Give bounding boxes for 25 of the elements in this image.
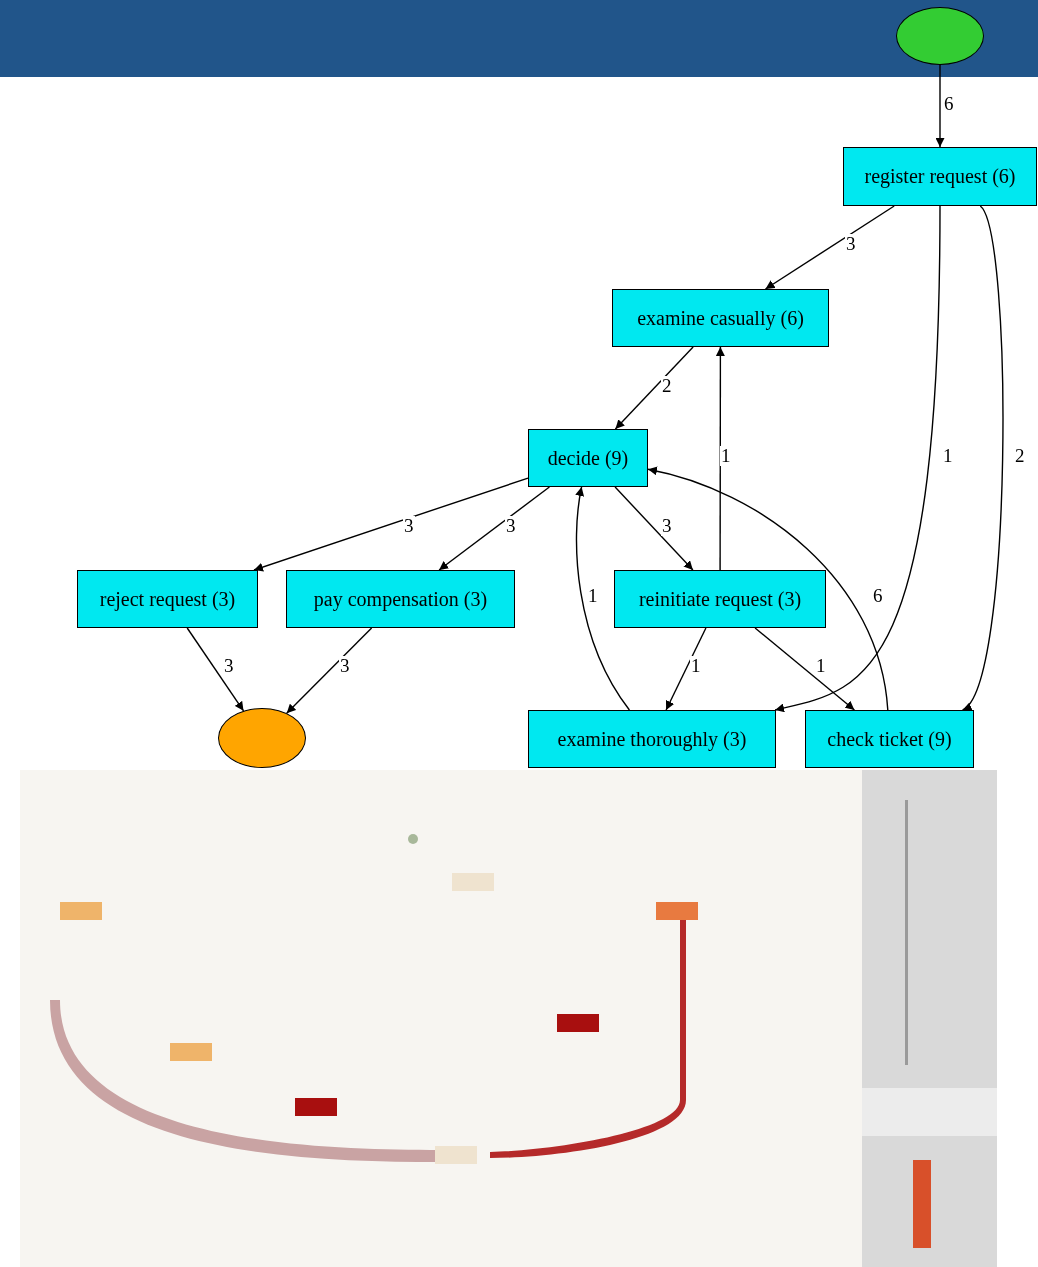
arrow (715, 346, 725, 571)
activity-box: reject request (3) (77, 570, 258, 628)
arrow (665, 627, 707, 711)
arrow (754, 627, 856, 711)
arrow (186, 627, 245, 712)
activity-box: reinitiate request (3) (614, 570, 826, 628)
activity-box: decide (9) (528, 429, 648, 487)
activity-box: examine thoroughly (3) (528, 710, 776, 768)
activity-box: pay compensation (3) (286, 570, 515, 628)
activity-box: examine casually (6) (612, 289, 829, 347)
arrow (253, 477, 529, 572)
arrow (614, 486, 694, 571)
arrow (575, 486, 631, 711)
edge-label: 1 (720, 446, 732, 466)
arrow (438, 486, 551, 571)
activity-box: register request (6) (843, 147, 1037, 206)
arrow (614, 346, 694, 430)
activity-box: check ticket (9) (805, 710, 974, 768)
edge-label: 3 (661, 516, 673, 536)
arrow (961, 205, 1004, 711)
arrow (286, 627, 373, 714)
arrow (774, 205, 941, 713)
arrow (764, 205, 895, 290)
arrow (935, 64, 945, 148)
arrow (647, 466, 889, 711)
